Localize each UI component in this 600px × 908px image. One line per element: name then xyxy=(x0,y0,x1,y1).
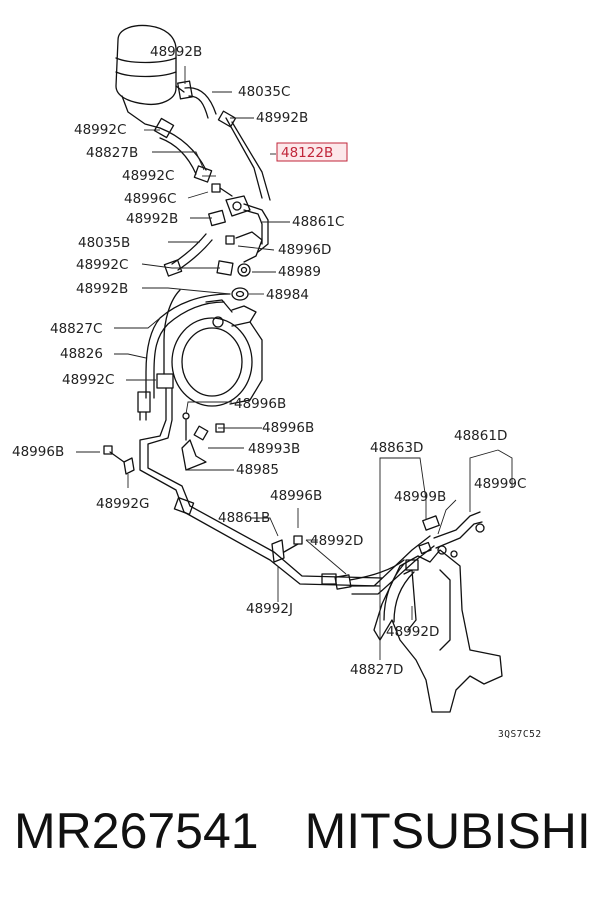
label-48992c-lower: 48992C xyxy=(76,257,128,273)
union-48992d xyxy=(321,559,405,590)
pipe-48863d xyxy=(349,515,440,595)
washer-48989 xyxy=(237,263,251,277)
label-48992c-mid: 48992C xyxy=(122,168,174,184)
hose-48826 xyxy=(156,289,181,389)
label-48992c-bottom: 48992C xyxy=(62,372,114,388)
label-48992b-upper-right: 48992B xyxy=(256,110,308,126)
label-48122b-highlighted: 48122B xyxy=(281,145,333,161)
part-caption: MR267541 MITSUBISHI xyxy=(14,802,594,872)
label-48996b-pump: 48996B xyxy=(234,396,286,412)
clip-48993b xyxy=(193,423,225,441)
label-48826: 48826 xyxy=(60,346,103,362)
gear-box xyxy=(373,549,503,713)
joint-block xyxy=(208,183,269,253)
label-48996b-lower: 48996B xyxy=(270,488,322,504)
label-48827b: 48827B xyxy=(86,145,138,161)
label-48992b-top: 48992B xyxy=(150,44,202,60)
label-48992b-mid: 48992B xyxy=(126,211,178,227)
label-48985: 48985 xyxy=(236,462,279,478)
fittings-48999 xyxy=(418,541,458,558)
label-48999c: 48999C xyxy=(474,476,526,492)
label-48992c-upper-left: 48992C xyxy=(74,122,126,138)
hose-48122b xyxy=(217,110,271,201)
label-48861c: 48861C xyxy=(292,214,344,230)
highlight-box-48122b xyxy=(276,142,348,162)
label-48992b-lower: 48992B xyxy=(76,281,128,297)
label-48992g: 48992G xyxy=(96,496,149,512)
label-48992d-left: 48992D xyxy=(310,533,363,549)
label-48996c: 48996C xyxy=(124,191,176,207)
label-48993b: 48993B xyxy=(248,441,300,457)
brand-name: MITSUBISHI xyxy=(304,803,591,859)
label-48861d: 48861D xyxy=(454,428,507,444)
parts-diagram: 48992B 48035C 48992B 48992C 48827B 48122… xyxy=(12,24,542,740)
label-48827c: 48827C xyxy=(50,321,102,337)
pipe-48861d xyxy=(433,511,485,555)
label-48035b: 48035B xyxy=(78,235,130,251)
label-48996b-clip: 48996B xyxy=(262,420,314,436)
label-48035c: 48035C xyxy=(238,84,290,100)
label-48992j: 48992J xyxy=(246,601,293,617)
clamp-48996d xyxy=(225,231,263,263)
label-48861b: 48861B xyxy=(218,510,270,526)
label-48984: 48984 xyxy=(266,287,309,303)
washer-48984 xyxy=(231,287,249,301)
label-48992d-right: 48992D xyxy=(386,624,439,640)
leader-lines xyxy=(76,66,513,660)
hose-48827c xyxy=(137,293,231,421)
oil-pump xyxy=(171,299,263,407)
drawing-code: 3QS7C52 xyxy=(498,729,542,740)
label-48827d: 48827D xyxy=(350,662,403,678)
label-48989: 48989 xyxy=(278,264,321,280)
label-48863d: 48863D xyxy=(370,440,423,456)
label-48999b: 48999B xyxy=(394,489,446,505)
part-number: MR267541 xyxy=(14,803,259,859)
label-48996b-left: 48996B xyxy=(12,444,64,460)
reservoir-tank xyxy=(115,24,185,129)
hose-48035c xyxy=(177,80,217,119)
hose-48035b xyxy=(163,233,234,277)
label-48996d: 48996D xyxy=(278,242,331,258)
hose-48827d xyxy=(383,563,415,623)
clip-48992j xyxy=(271,535,303,563)
clip-48992g xyxy=(103,445,135,475)
bracket-48985 xyxy=(181,412,207,471)
pipe-48861b xyxy=(139,387,383,587)
